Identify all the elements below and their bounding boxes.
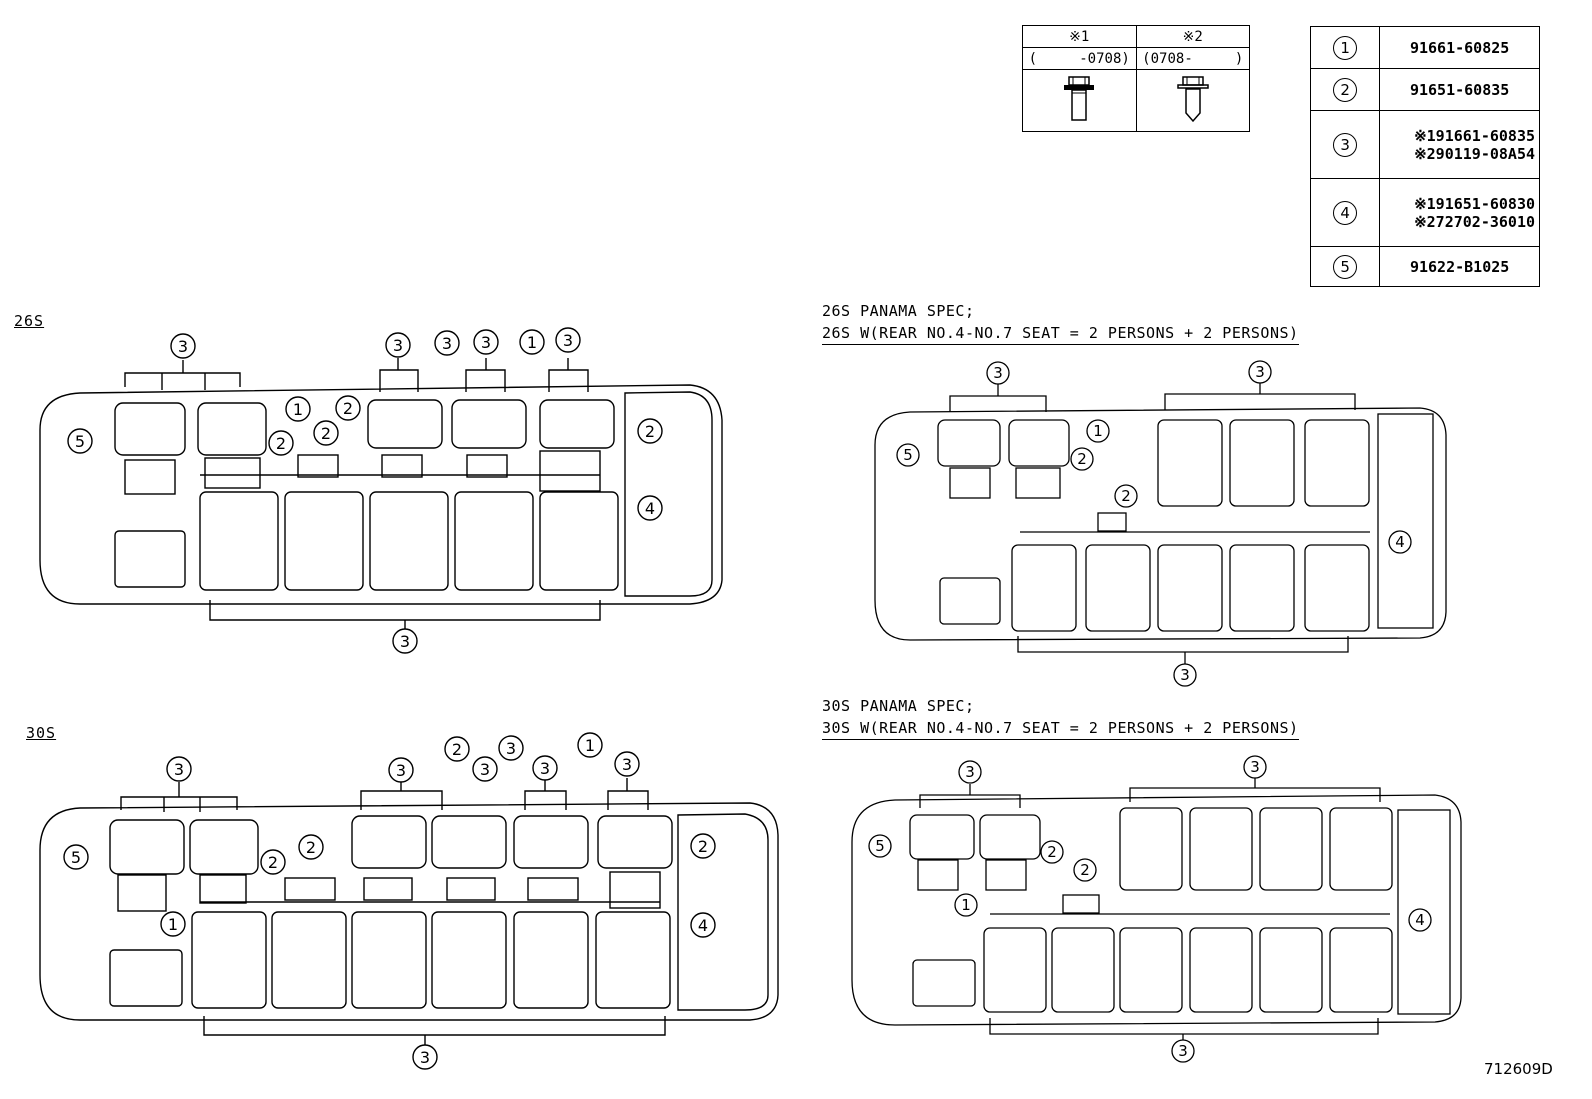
part-code: ※191651-60830 bbox=[1414, 194, 1535, 213]
section-label-26s: 26S bbox=[14, 312, 45, 330]
diagram-id: 712609D bbox=[1484, 1060, 1553, 1078]
part-code: 91651-60835 bbox=[1409, 80, 1510, 99]
callout-2: 2 bbox=[698, 837, 708, 856]
panama-26s-subtitle: 26S W(REAR NO.4-NO.7 SEAT = 2 PERSONS + … bbox=[822, 324, 1299, 345]
panama-30s-title: 30S PANAMA SPEC; bbox=[822, 697, 975, 715]
callout-1: 1 bbox=[1093, 422, 1103, 440]
callout-3: 3 bbox=[400, 632, 410, 651]
bolt-with-washer-icon bbox=[1022, 69, 1137, 132]
tapping-bolt-icon bbox=[1135, 69, 1250, 132]
part-code: ※191661-60835 bbox=[1414, 126, 1535, 145]
panama-26s-title: 26S PANAMA SPEC; bbox=[822, 302, 975, 320]
callout-3: 3 bbox=[393, 336, 403, 355]
parts-row: 3 ※191661-60835 ※290119-08A54 bbox=[1309, 110, 1540, 179]
callout-2: 2 bbox=[1121, 487, 1131, 505]
parts-row: 2 91651-60835 bbox=[1309, 68, 1540, 111]
callout-3: 3 bbox=[1178, 1042, 1188, 1060]
vehicle-outline-p26 bbox=[874, 407, 1447, 641]
callout-3: 3 bbox=[622, 755, 632, 774]
callout-1: 1 bbox=[527, 333, 537, 352]
callout-number: 1 bbox=[1333, 35, 1358, 60]
callout-number: 4 bbox=[1333, 200, 1358, 225]
callout-2: 2 bbox=[306, 838, 316, 857]
callout-5: 5 bbox=[71, 848, 81, 867]
callout-3: 3 bbox=[563, 331, 573, 350]
callout-3: 3 bbox=[506, 739, 516, 758]
callout-4: 4 bbox=[645, 499, 655, 518]
callout-1: 1 bbox=[585, 736, 595, 755]
parts-row: 5 91622-B1025 bbox=[1309, 246, 1540, 287]
callout-2: 2 bbox=[343, 399, 353, 418]
callout-3: 3 bbox=[1250, 758, 1260, 776]
callout-2: 2 bbox=[1080, 861, 1090, 879]
callout-number: 5 bbox=[1333, 254, 1358, 279]
callout-5: 5 bbox=[75, 432, 85, 451]
callout-4: 4 bbox=[1395, 533, 1405, 551]
callout-2: 2 bbox=[1077, 450, 1087, 468]
callout-5: 5 bbox=[903, 446, 913, 464]
section-label-30s: 30S bbox=[26, 724, 57, 742]
callout-2: 2 bbox=[1047, 843, 1057, 861]
callout-4: 4 bbox=[698, 916, 708, 935]
callouts-26s: 3 3 3 3 1 3 1 2 2 2 2 4 5 3 bbox=[67, 327, 663, 654]
callout-2: 2 bbox=[321, 424, 331, 443]
callout-1: 1 bbox=[168, 915, 178, 934]
callouts-30s: 3 3 2 3 3 3 1 3 2 2 2 4 5 1 3 bbox=[63, 732, 716, 1070]
callout-number: 3 bbox=[1333, 132, 1358, 157]
legend-col2-range: (0708- ) bbox=[1135, 47, 1250, 70]
callout-3: 3 bbox=[178, 337, 188, 356]
callout-4: 4 bbox=[1415, 911, 1425, 929]
part-code: 91661-60825 bbox=[1409, 38, 1510, 57]
callout-3: 3 bbox=[420, 1048, 430, 1067]
callout-2: 2 bbox=[645, 422, 655, 441]
part-code: ※290119-08A54 bbox=[1414, 144, 1535, 163]
fastener-legend-table: ※1 ※2 ( -0708) (0708- ) bbox=[1022, 25, 1250, 132]
callout-3: 3 bbox=[1255, 363, 1265, 381]
callout-2: 2 bbox=[268, 853, 278, 872]
callout-2: 2 bbox=[276, 434, 286, 453]
callout-number: 2 bbox=[1333, 77, 1358, 102]
panama-30s-subtitle: 30S W(REAR NO.4-NO.7 SEAT = 2 PERSONS + … bbox=[822, 719, 1299, 740]
callout-3: 3 bbox=[396, 761, 406, 780]
part-code: 91622-B1025 bbox=[1409, 257, 1510, 276]
callouts-p26: 3 3 1 2 5 2 4 3 bbox=[896, 360, 1412, 687]
parts-table: 1 91661-60825 2 91651-60835 3 ※191661-60… bbox=[1309, 26, 1540, 287]
callout-3: 3 bbox=[1180, 666, 1190, 684]
parts-row: 1 91661-60825 bbox=[1309, 26, 1540, 69]
callout-5: 5 bbox=[875, 837, 885, 855]
vehicle-outline-p30 bbox=[851, 794, 1462, 1026]
callout-3: 3 bbox=[174, 760, 184, 779]
callout-3: 3 bbox=[540, 759, 550, 778]
callout-3: 3 bbox=[965, 763, 975, 781]
callout-3: 3 bbox=[481, 333, 491, 352]
vehicle-outline-30s bbox=[39, 802, 779, 1021]
part-code: ※272702-36010 bbox=[1414, 212, 1535, 231]
callout-3: 3 bbox=[993, 364, 1003, 382]
callout-3: 3 bbox=[442, 334, 452, 353]
callouts-p30: 3 3 5 2 2 1 4 3 bbox=[868, 755, 1432, 1063]
callout-1: 1 bbox=[293, 400, 303, 419]
callout-3: 3 bbox=[480, 760, 490, 779]
callout-1: 1 bbox=[961, 896, 971, 914]
callout-2: 2 bbox=[452, 740, 462, 759]
vehicle-outline-26s bbox=[39, 384, 723, 605]
